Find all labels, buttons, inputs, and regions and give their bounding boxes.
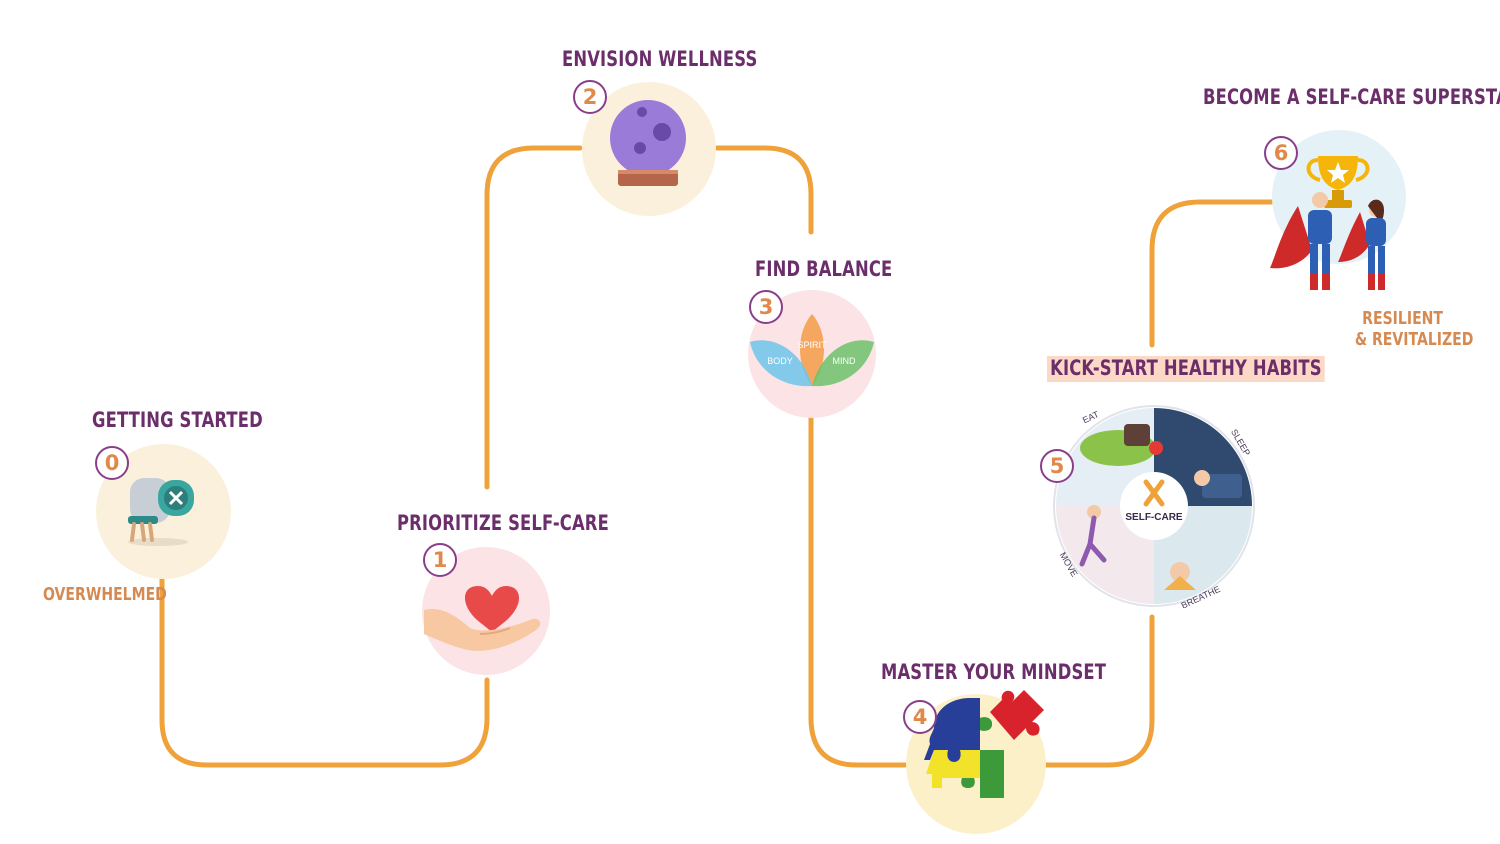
step-5-title-text: KICK-START HEALTHY HABITS (1047, 356, 1325, 382)
move-segment (1056, 506, 1154, 604)
step-1-title: PRIORITIZE SELF-CARE (397, 511, 609, 535)
step-0-number: 0 (104, 451, 120, 475)
petal-mind: MIND (833, 356, 856, 366)
wheel-center-label: SELF-CARE (1125, 512, 1183, 523)
heart-in-hand-icon (424, 586, 541, 651)
step-0-badge: 0 (95, 446, 129, 480)
step-5-title: KICK-START HEALTHY HABITS (1047, 356, 1325, 382)
hiding-figure-icon (128, 478, 194, 546)
puzzle-head-icon (924, 690, 1044, 798)
step-2-badge: 2 (573, 80, 607, 114)
step-6-note-line-2: & REVITALIZED (1354, 329, 1474, 350)
petal-body: BODY (767, 356, 793, 366)
step-5-badge: 5 (1040, 449, 1074, 483)
step-6-note-line-1: RESILIENT (1362, 308, 1443, 329)
step-0-note: OVERWHELMED (43, 584, 167, 605)
self-care-wheel-icon: SELF-CARE EAT SLEEP MOVE BREATHE (1053, 405, 1255, 608)
superheroes-trophy-icon (1270, 156, 1386, 290)
step-0-title: GETTING STARTED (92, 408, 263, 432)
step-3-title: FIND BALANCE (755, 257, 893, 281)
step-3-number: 3 (758, 295, 774, 319)
step-4-badge: 4 (903, 700, 937, 734)
step-6-number: 6 (1273, 141, 1289, 165)
step-6-title: BECOME A SELF-CARE SUPERSTAR (1203, 85, 1500, 109)
step-6-badge: 6 (1264, 136, 1298, 170)
step-4-title: MASTER YOUR MINDSET (881, 660, 1107, 684)
step-1-number: 1 (432, 548, 448, 572)
journey-path-line (159, 145, 1275, 768)
petal-spirit: SPIRIT (797, 340, 827, 350)
step-1-badge: 1 (423, 543, 457, 577)
step-5-number: 5 (1049, 454, 1065, 478)
crystal-ball-icon (610, 100, 686, 186)
step-2-number: 2 (582, 85, 598, 109)
step-6-note: RESILIENT & REVITALIZED (1330, 308, 1474, 350)
lotus-balance-icon: SPIRIT BODY MIND (750, 314, 874, 387)
step-4-number: 4 (912, 705, 928, 729)
step-2-title: ENVISION WELLNESS (562, 47, 758, 71)
step-3-badge: 3 (749, 290, 783, 324)
